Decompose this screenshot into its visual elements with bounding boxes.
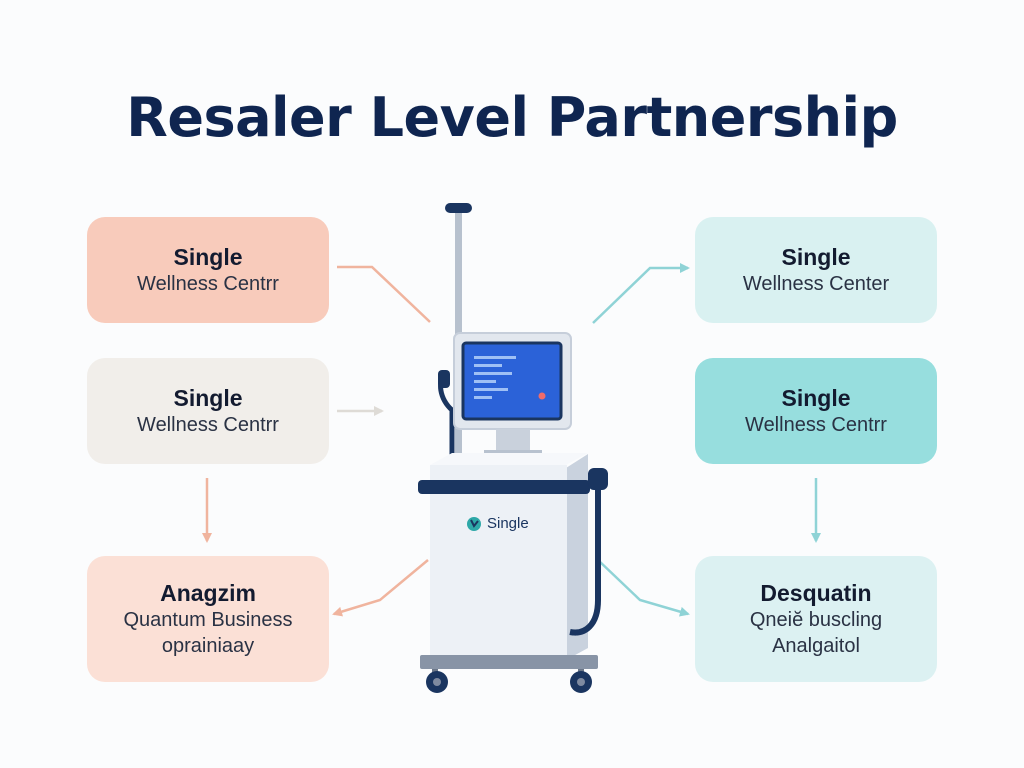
card-name: Single xyxy=(781,244,851,270)
device-pole-top xyxy=(445,203,472,213)
card-left-bottom: Anagzim Quantum Business oprainiaay xyxy=(87,556,329,682)
device-hose xyxy=(569,490,601,636)
device-handle-band xyxy=(418,480,590,494)
card-name: Single xyxy=(173,385,243,411)
card-name: Single xyxy=(173,244,243,270)
card-right-bottom: Desquatin Qneiĕ buscling Analgaitol xyxy=(695,556,937,682)
card-line: Wellness Centrr xyxy=(137,414,279,436)
card-line: Wellness Centrr xyxy=(137,273,279,295)
arrow-right-bottom xyxy=(597,559,690,617)
device-label: Single xyxy=(487,515,529,532)
card-line: oprainiaay xyxy=(161,635,255,657)
device-cable-clip xyxy=(438,370,450,388)
device-base xyxy=(420,655,598,669)
arrow-left-bottom xyxy=(332,559,429,617)
arrow-right-top xyxy=(592,263,690,324)
card-left-middle: Single Wellness Centrr xyxy=(87,358,329,464)
card-line: Wellness Centrr xyxy=(745,414,887,436)
card-line: Wellness Center xyxy=(742,273,890,295)
device-body-side xyxy=(566,454,588,660)
card-name: Anagzim xyxy=(160,580,256,606)
card-name: Single xyxy=(781,385,851,411)
card-name: Desquatin xyxy=(760,580,872,606)
card-line: Analgaitol xyxy=(772,635,860,657)
card-line: Qneiĕ buscling xyxy=(749,609,883,631)
card-right-top: Single Wellness Center xyxy=(695,217,937,323)
page-title: Resaler Level Partnership xyxy=(126,86,898,149)
card-line: Quantum Business xyxy=(123,609,293,631)
monitor-neck xyxy=(496,429,530,453)
connector-left-top xyxy=(337,265,431,323)
card-right-middle: Single Wellness Centrr xyxy=(695,358,937,464)
card-left-top: Single Wellness Centrr xyxy=(87,217,329,323)
monitor-screen xyxy=(461,341,563,421)
device-body xyxy=(430,465,567,660)
